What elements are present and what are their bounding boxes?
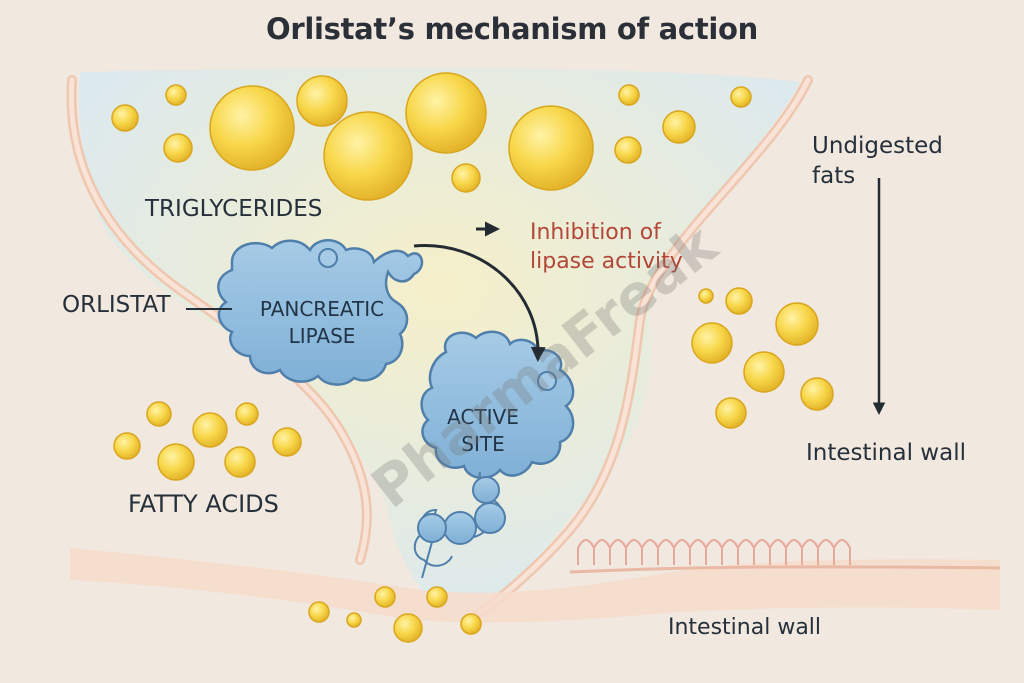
enzyme-subunit [472,476,500,504]
undigested-fats-label: Undigested fats [812,133,943,189]
fat-droplet [460,613,482,635]
triglyceride-droplets [111,72,752,201]
fat-droplet [272,427,302,457]
active-site-label: ACTIVE SITE [447,405,519,456]
fat-droplet [426,586,448,608]
fat-droplet [224,446,256,478]
enzyme-subunit [443,511,477,545]
fat-droplet [715,397,747,429]
intestinal-lumen [79,68,800,620]
absorbed-fat-droplets [308,586,482,643]
intestinal-wall-label-bottom: Intestinal wall [668,615,822,640]
fat-droplet [698,288,714,304]
fat-droplet [374,586,396,608]
enzyme-subunit [537,371,557,391]
orlistat-label: ORLISTAT [62,292,171,318]
fat-droplet [451,163,481,193]
fat-droplet [725,287,753,315]
diagram-title: Orlistat’s mechanism of action [266,12,758,46]
fat-droplet [614,136,642,164]
fat-droplet [209,85,295,171]
fat-droplet [393,613,423,643]
fat-droplet [296,75,348,127]
fat-droplet [662,110,696,144]
fat-droplet [405,72,487,154]
pancreatic-lipase-label: PANCREATIC LIPASE [259,297,385,348]
fatty-acid-droplets [113,401,302,481]
fat-droplet [192,412,228,448]
fat-droplet [691,322,733,364]
fat-droplet [730,86,752,108]
intestinal-villi [577,539,851,565]
fat-droplet [323,111,413,201]
fat-droplet [800,377,834,411]
enzyme-subunit [417,513,447,543]
enzyme-subunit [474,502,506,534]
fat-droplet [146,401,172,427]
fat-droplet [508,105,594,191]
fat-droplet [113,432,141,460]
fat-droplet [308,601,330,623]
inhibition-label: Inhibition of lipase activity [530,220,683,274]
lipase-to-active-site-arrow [413,244,546,362]
fat-droplet [235,402,259,426]
triglycerides-label: TRIGLYCERIDES [145,196,323,222]
enzyme-subunit [318,248,338,268]
fat-droplet [165,84,187,106]
fat-droplet [775,302,819,346]
pancreatic-lipase-enzyme [217,239,424,386]
fat-droplet [743,351,785,393]
intestinal-wall-bottom-line [569,565,1001,574]
fat-droplet [163,133,193,163]
intestinal-wall-label-right: Intestinal wall [806,440,966,466]
fat-droplet [157,443,195,481]
fat-droplet [346,612,362,628]
active-site-enzyme [420,330,575,479]
enzyme-anchor [421,541,433,579]
fat-droplet [111,104,139,132]
undigested-fat-droplets [691,287,834,429]
fat-droplet [618,84,640,106]
fatty-acids-label: FATTY ACIDS [128,490,279,518]
intestinal-wall-right-inner [467,77,811,623]
